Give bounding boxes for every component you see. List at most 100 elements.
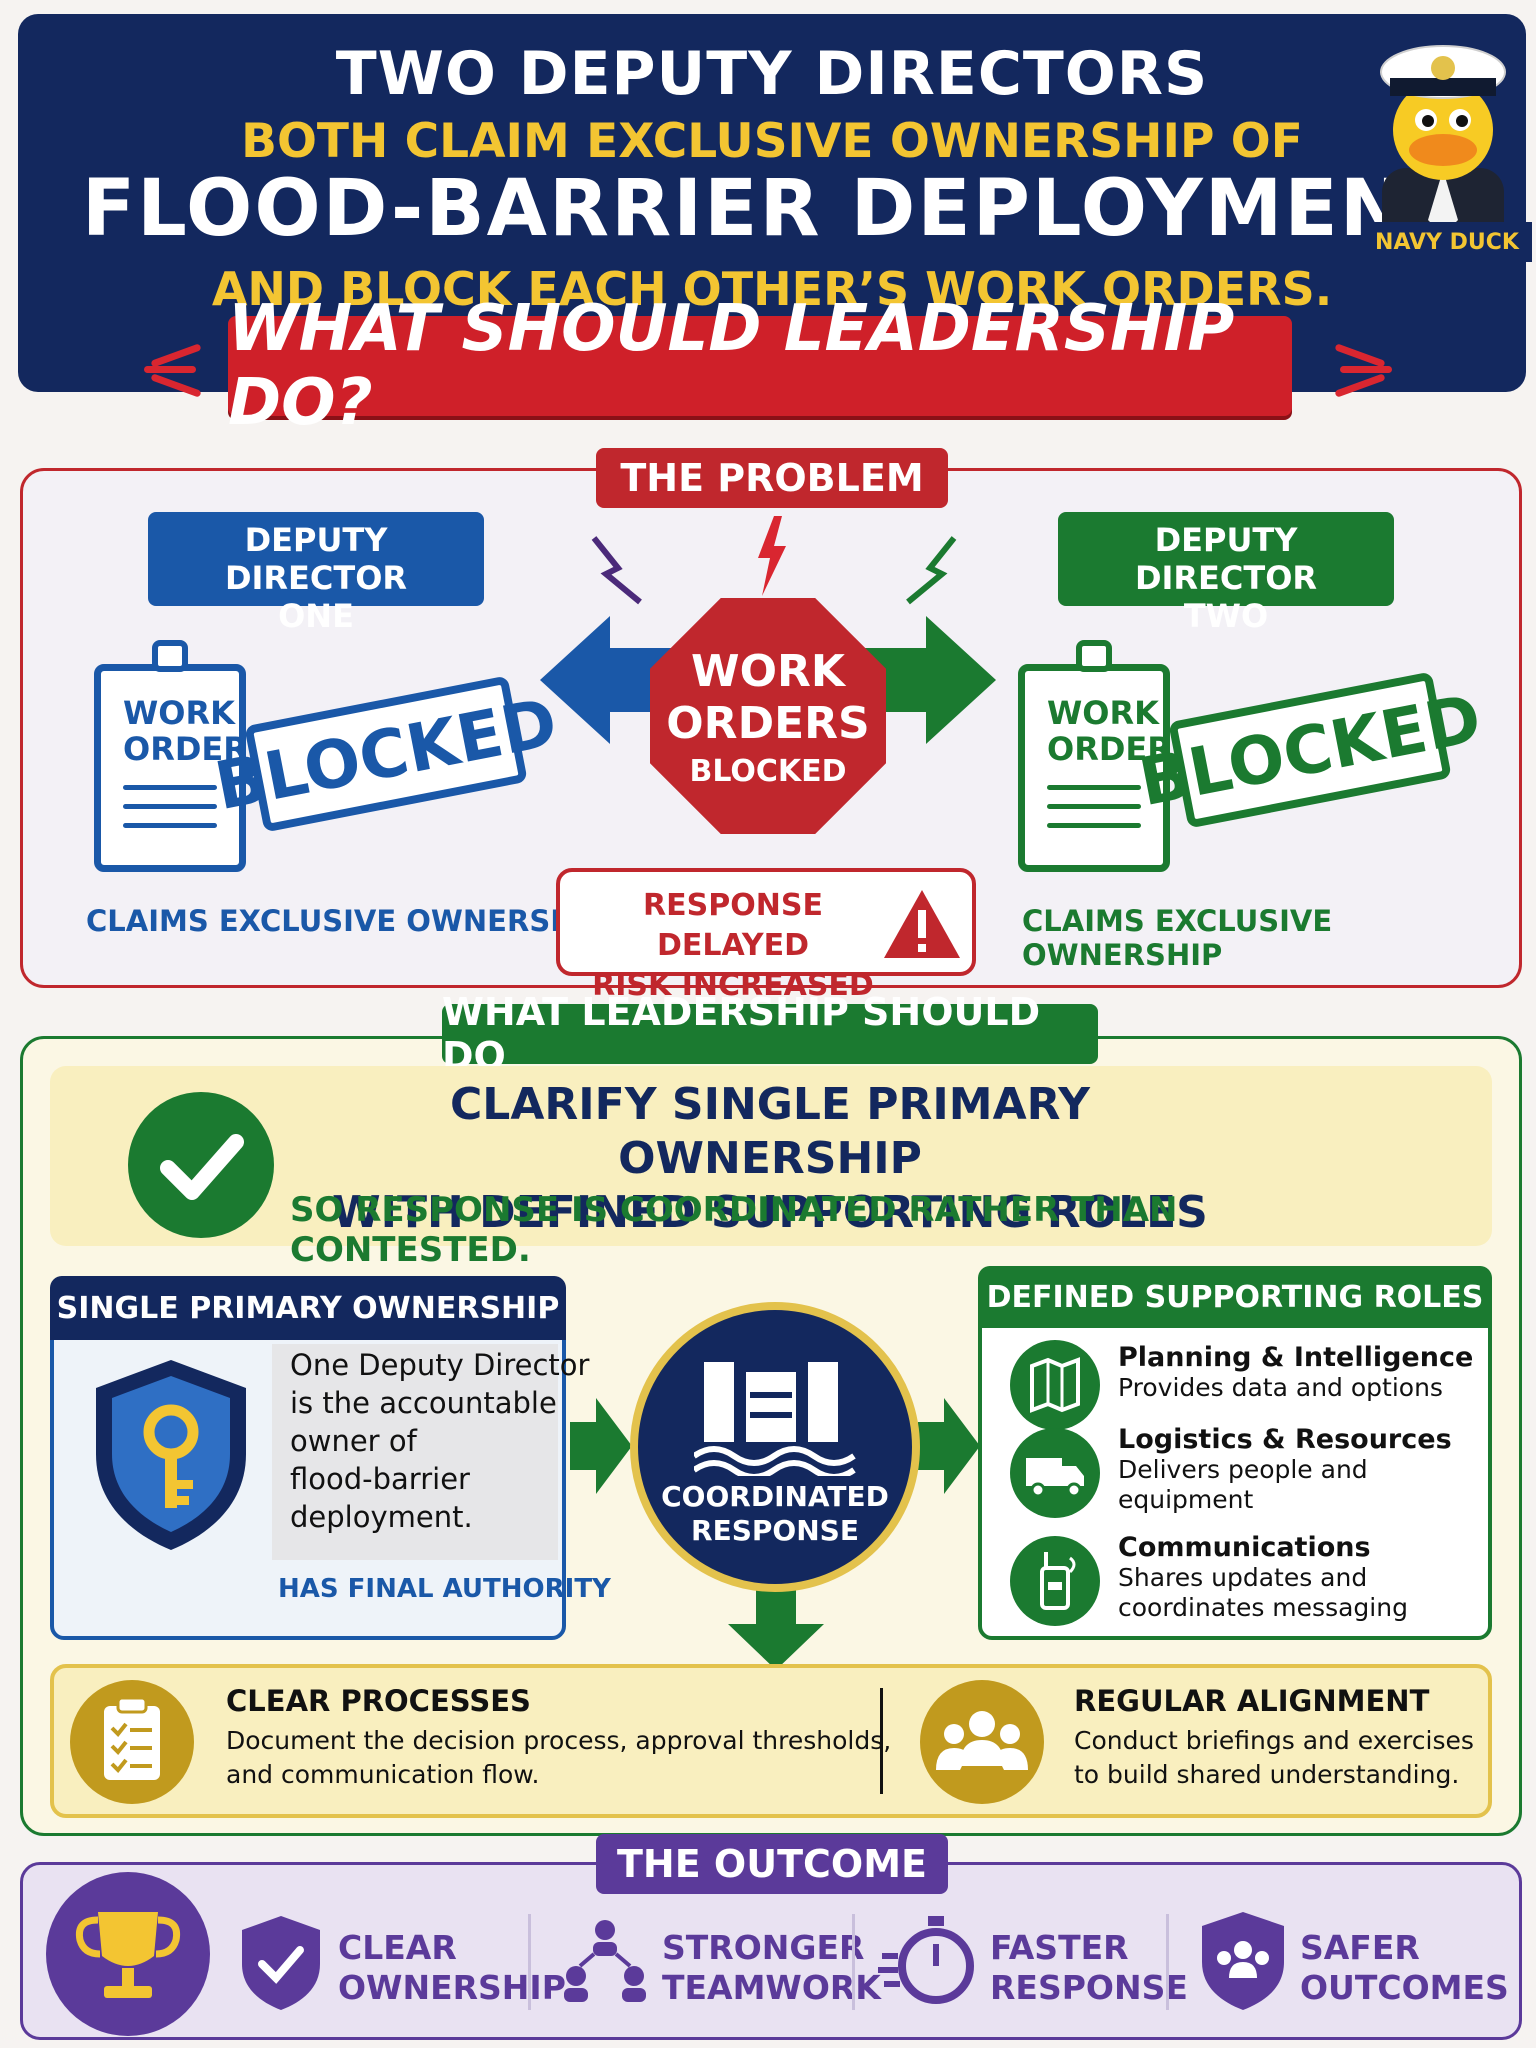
clip-text-2: ORDER <box>1047 730 1172 768</box>
dd1-line1: DEPUTY DIRECTOR <box>224 521 408 597</box>
flood-barrier-icon <box>694 1362 856 1476</box>
header-banner: TWO DEPUTY DIRECTORS BOTH CLAIM EXCLUSIV… <box>18 14 1526 392</box>
clear-processes-text: CLEAR PROCESSES Document the decision pr… <box>226 1684 891 1792</box>
role-title: Communications <box>1118 1532 1371 1563</box>
map-icon <box>1010 1340 1100 1430</box>
work-order-clipboard-icon: WORK ORDER <box>94 664 248 872</box>
shield-people-icon <box>1202 1912 1284 2010</box>
lightning-icon <box>758 516 786 596</box>
burst-line <box>144 366 196 373</box>
deputy-director-two-label: DEPUTY DIRECTOR TWO <box>1058 512 1394 635</box>
stop-line1: WORK <box>691 646 845 697</box>
primary-text-bg <box>272 1344 558 1560</box>
outcome-safer-outcomes: SAFER OUTCOMES <box>1300 1928 1509 2008</box>
green-arrow-right-icon <box>918 1398 980 1494</box>
divider <box>528 1914 531 2010</box>
dd2-line1: DEPUTY DIRECTOR <box>1134 521 1318 597</box>
claims-ownership-left: CLAIMS EXCLUSIVE OWNERSHIP <box>86 904 607 938</box>
outcome-line2: RESPONSE <box>990 1968 1188 2007</box>
coordinated-response-hub: COORDINATED RESPONSE <box>630 1302 920 1592</box>
primary-text-line: One Deputy Director <box>290 1348 590 1382</box>
role-desc: equipment <box>1118 1485 1254 1514</box>
deputy-director-one-label: DEPUTY DIRECTOR ONE <box>148 512 484 635</box>
stop-line3: BLOCKED <box>689 754 847 789</box>
primary-ownership-title: SINGLE PRIMARY OWNERSHIP <box>50 1276 566 1340</box>
shield-check-icon <box>242 1916 320 2010</box>
alignment-title: REGULAR ALIGNMENT <box>1074 1684 1430 1718</box>
leadership-tag: WHAT LEADERSHIP SHOULD DO <box>442 990 1098 1078</box>
outcome-line1: SAFER <box>1300 1928 1420 1967</box>
header-headline: FLOOD-BARRIER DEPLOYMENT <box>81 164 1463 254</box>
mascot-label: NAVY DUCK <box>1362 222 1532 262</box>
risk-line1: RESPONSE DELAYED <box>643 888 823 963</box>
dd2-line2: TWO <box>1183 597 1269 635</box>
outcome-line1: CLEAR <box>338 1928 457 1967</box>
primary-text-line: owner of <box>290 1424 417 1458</box>
recommendation-title: CLARIFY SINGLE PRIMARY OWNERSHIP WITH DE… <box>300 1078 1240 1240</box>
divider <box>852 1914 855 2010</box>
process-desc: Document the decision process, approval … <box>226 1726 892 1755</box>
role-title: Planning & Intelligence <box>1118 1342 1474 1373</box>
checklist-clipboard-icon <box>70 1680 194 1804</box>
risk-line2: RISK INCREASED <box>592 968 874 1003</box>
role-logistics: Logistics & Resources Delivers people an… <box>1118 1424 1452 1515</box>
header-line-2: BOTH CLAIM EXCLUSIVE OWNERSHIP OF <box>241 114 1303 169</box>
role-title: Logistics & Resources <box>1118 1424 1452 1455</box>
process-title: CLEAR PROCESSES <box>226 1684 531 1718</box>
work-order-clipboard-icon: WORK ORDER <box>1018 664 1172 872</box>
green-arrow-right-icon <box>570 1398 632 1494</box>
outcome-stronger-teamwork: STRONGER TEAMWORK <box>662 1928 881 2008</box>
warning-triangle-icon <box>884 890 960 958</box>
alignment-desc: Conduct briefings and exercises <box>1074 1726 1474 1755</box>
duck-mascot-icon <box>1380 45 1506 248</box>
regular-alignment-text: REGULAR ALIGNMENT Conduct briefings and … <box>1074 1684 1474 1792</box>
header-line-4: AND BLOCK EACH OTHER’S WORK ORDERS. <box>211 262 1333 316</box>
trophy-icon <box>46 1872 210 2036</box>
dd1-line2: ONE <box>278 597 354 635</box>
clip-text-1: WORK <box>1047 694 1159 732</box>
role-desc: Shares updates and <box>1118 1563 1368 1592</box>
question-banner: WHAT SHOULD LEADERSHIP DO? <box>228 292 1292 440</box>
outcome-line2: OWNERSHIP <box>338 1968 566 2007</box>
primary-text-line: flood-barrier <box>290 1462 470 1496</box>
checkmark-icon <box>128 1092 274 1238</box>
primary-text-line: deployment. <box>290 1500 473 1534</box>
team-network-icon <box>564 1920 646 2002</box>
recommendation-line1: CLARIFY SINGLE PRIMARY OWNERSHIP <box>450 1079 1090 1184</box>
role-planning: Planning & Intelligence Provides data an… <box>1118 1342 1473 1403</box>
coordinated-line1: COORDINATED <box>661 1480 889 1513</box>
recommendation-line2: WITH DEFINED SUPPORTING ROLES <box>332 1187 1208 1238</box>
recommendation-subtitle: SO RESPONSE IS COORDINATED RATHER THAN C… <box>290 1190 1178 1270</box>
header-line-1: TWO DEPUTY DIRECTORS <box>335 39 1209 109</box>
outcome-tag: THE OUTCOME <box>596 1834 948 1894</box>
process-desc: and communication flow. <box>226 1760 540 1789</box>
conflict-spark-icon <box>906 536 957 605</box>
blue-arrow-left-icon <box>540 616 680 744</box>
shield-key-icon <box>96 1360 246 1550</box>
work-orders-blocked-stop-sign: WORK ORDERS BLOCKED <box>650 598 886 834</box>
outcome-line2: OUTCOMES <box>1300 1968 1509 2007</box>
processes-alignment-box <box>50 1664 1492 1818</box>
burst-line <box>1340 366 1392 373</box>
clarify-recommendation-box <box>50 1066 1492 1246</box>
outcome-line1: STRONGER <box>662 1928 865 1967</box>
stop-line2: ORDERS <box>666 698 870 749</box>
clip-text-2: ORDER <box>123 730 248 768</box>
conflict-spark-icon <box>591 536 642 605</box>
primary-description: One Deputy Director is the accountable o… <box>290 1346 589 1536</box>
outcome-faster-response: FASTER RESPONSE <box>990 1928 1188 2008</box>
role-communications: Communications Shares updates and coordi… <box>1118 1532 1408 1623</box>
supporting-roles-title: DEFINED SUPPORTING ROLES <box>978 1266 1492 1328</box>
role-desc: Delivers people and <box>1118 1455 1368 1484</box>
clip-text-1: WORK <box>123 694 235 732</box>
role-desc: Provides data and options <box>1118 1373 1443 1402</box>
green-arrow-right-icon <box>856 616 996 744</box>
radio-icon <box>1010 1536 1100 1626</box>
alignment-desc: to build shared understanding. <box>1074 1760 1460 1789</box>
final-authority-label: HAS FINAL AUTHORITY <box>278 1574 611 1604</box>
outcome-line1: FASTER <box>990 1928 1129 1967</box>
divider <box>1166 1914 1169 2010</box>
role-desc: coordinates messaging <box>1118 1593 1408 1622</box>
risk-warning-box: RESPONSE DELAYED RISK INCREASED <box>556 868 976 1003</box>
clipboard-clip-icon <box>152 640 188 672</box>
